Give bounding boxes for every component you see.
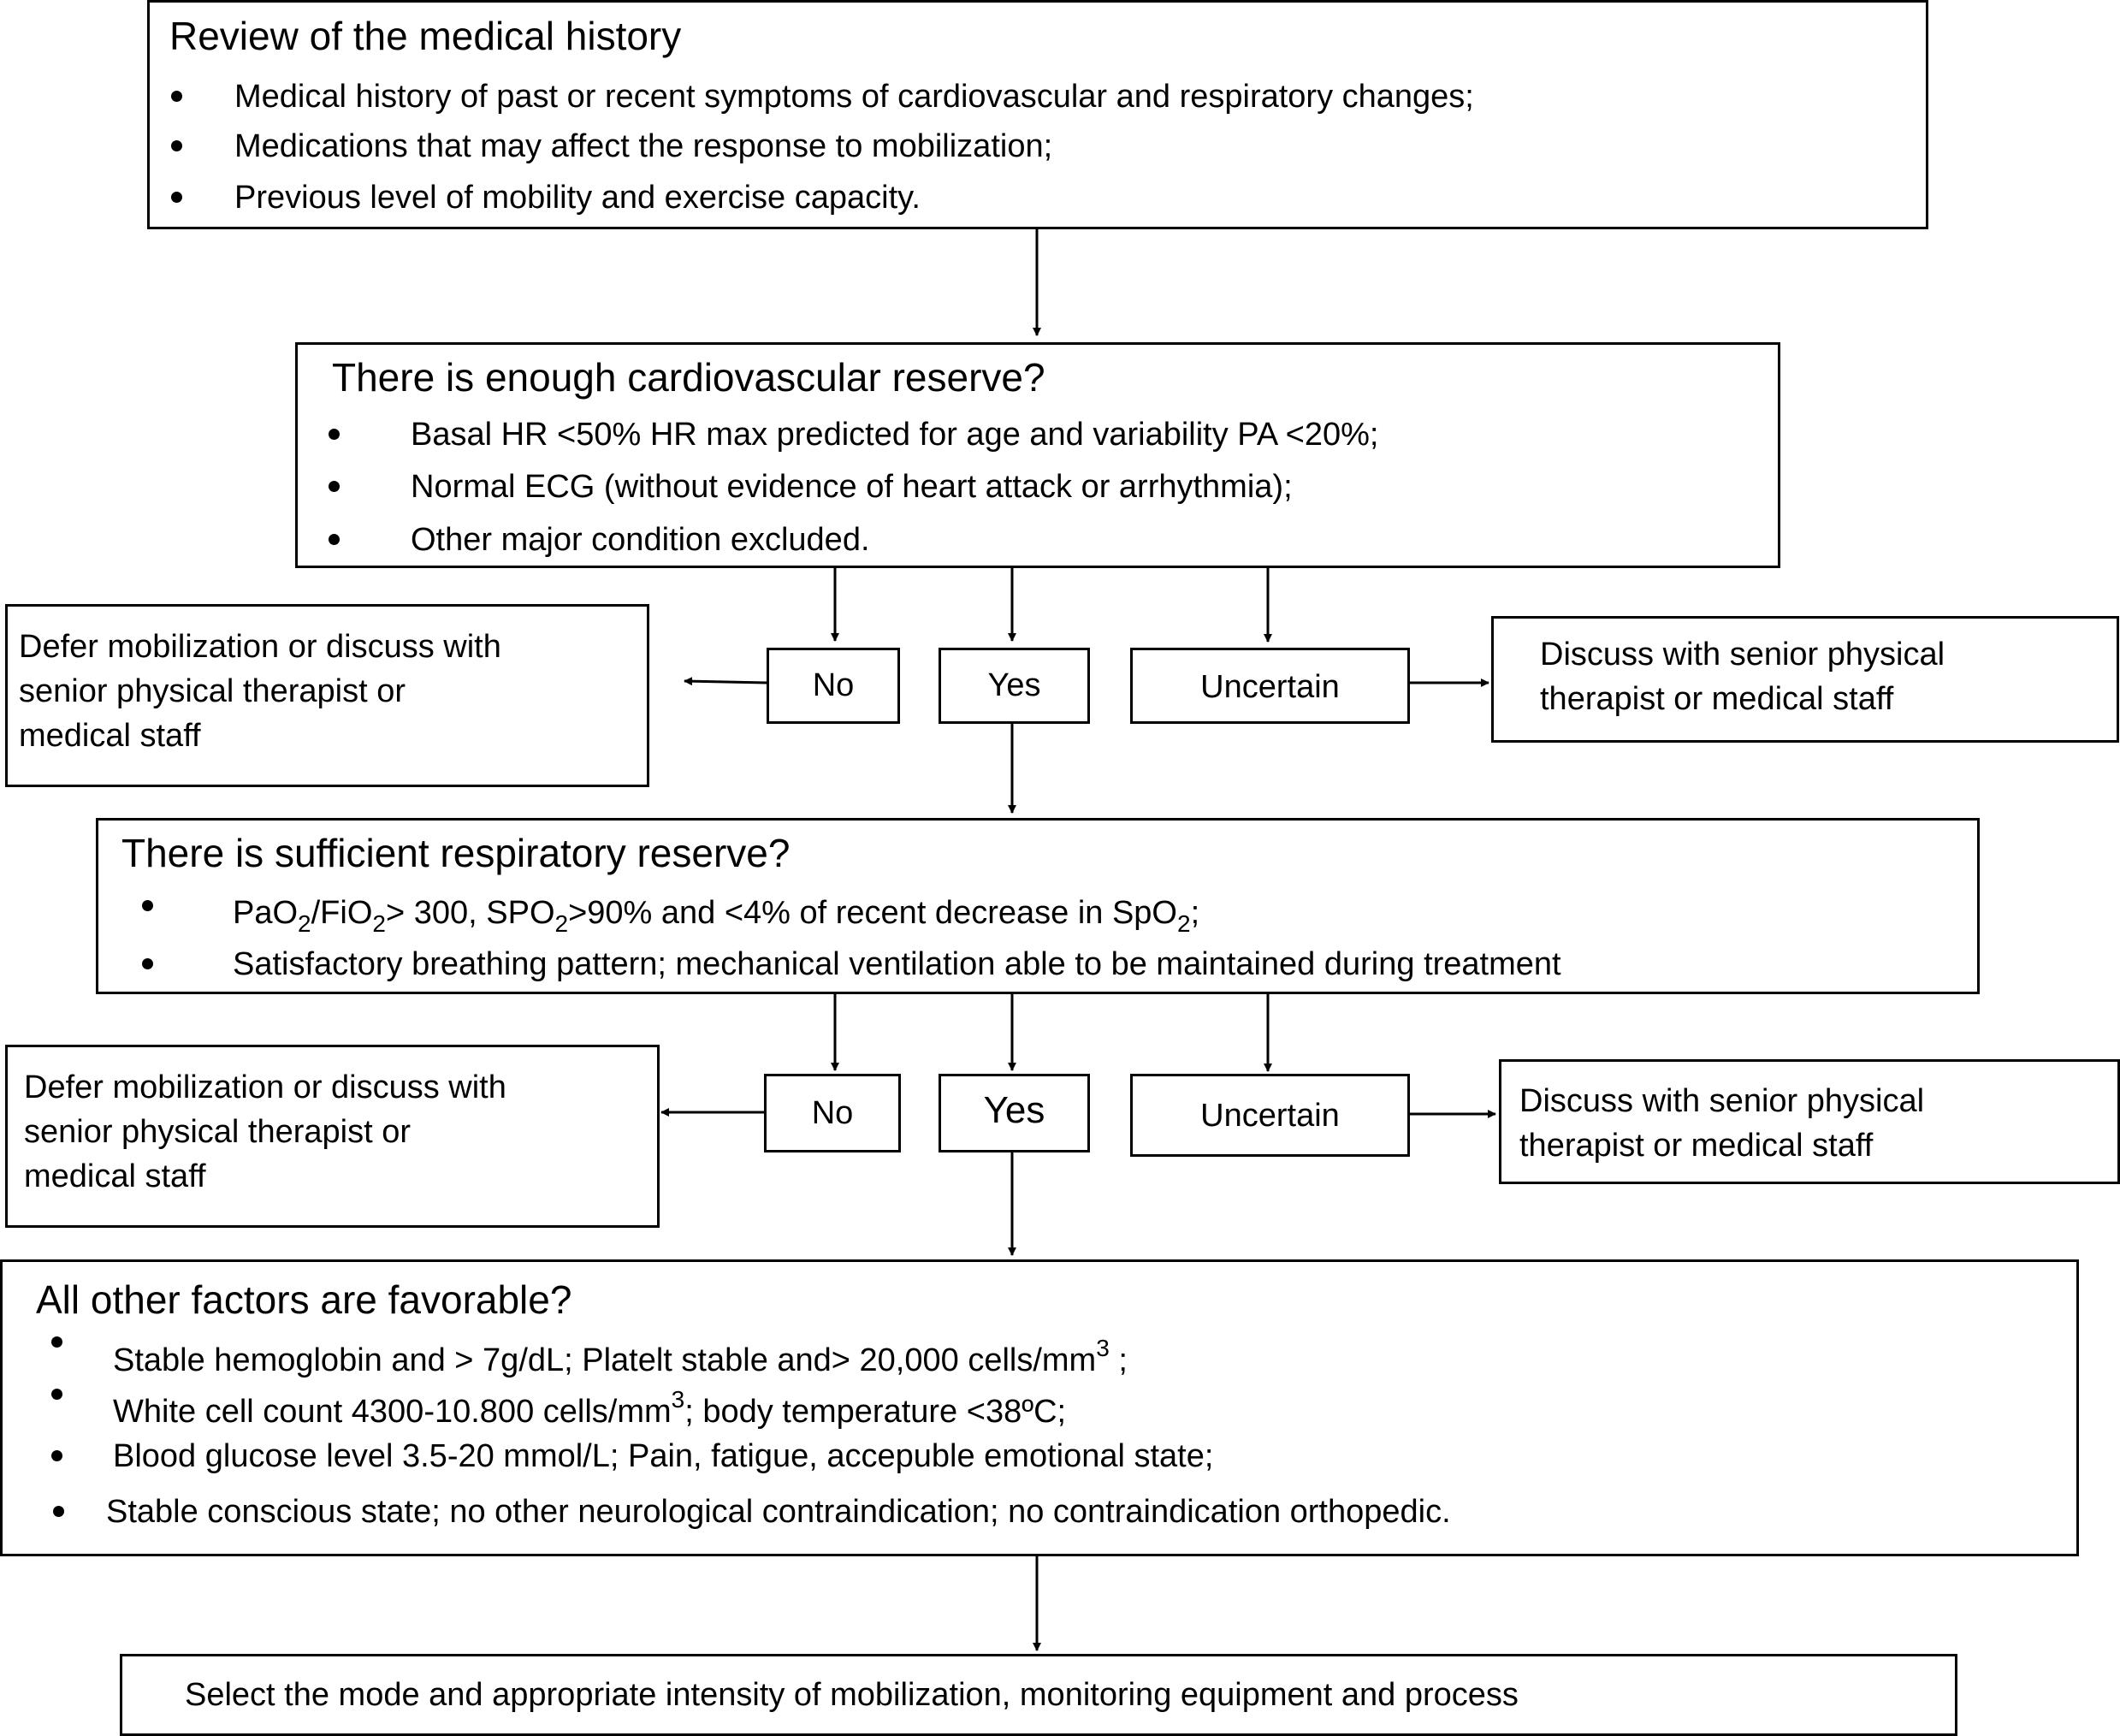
other-box	[0, 1259, 2079, 1556]
bullet-dot	[329, 534, 340, 545]
bullet-dot	[142, 900, 153, 911]
defer-text-2: Defer mobilization or discuss with senio…	[24, 1069, 506, 1194]
cardio-title: There is enough cardiovascular reserve?	[332, 355, 1045, 400]
cardio-uncertain-label: Uncertain	[1200, 669, 1340, 705]
defer-box-2	[5, 1045, 660, 1228]
resp-title: There is sufficient respiratory reserve?	[121, 831, 791, 875]
discuss-box-1	[1491, 616, 2119, 743]
other-bullet-2: White cell count 4300-10.800 cells/mm3; …	[113, 1388, 1066, 1428]
resp-yes-box	[939, 1074, 1090, 1152]
other-bullet-2-part: White cell count 4300-10.800 cells/mm	[113, 1393, 672, 1430]
resp-bullet-2: Satisfactory breathing pattern; mechanic…	[233, 946, 1561, 982]
resp-no-box	[764, 1074, 901, 1152]
superscript: 3	[671, 1386, 685, 1413]
superscript: 3	[1096, 1335, 1110, 1361]
defer-text-1: Defer mobilization or discuss with senio…	[19, 629, 501, 754]
subscript: 2	[1176, 909, 1191, 937]
final-text: Select the mode and appropriate intensit…	[185, 1677, 1519, 1713]
bullet-dot	[171, 192, 182, 203]
cardio-no-box	[767, 648, 900, 724]
discuss-text-2: Discuss with senior physical therapist o…	[1519, 1083, 1925, 1164]
other-bullet-3: Blood glucose level 3.5-20 mmol/L; Pain,…	[113, 1438, 1214, 1474]
bullet-dot	[51, 1336, 62, 1348]
other-title: All other factors are favorable?	[36, 1277, 572, 1322]
other-bullet-1: Stable hemoglobin and > 7g/dL; Platelt s…	[113, 1336, 1128, 1377]
resp-no-label: No	[811, 1095, 854, 1131]
subscript: 2	[298, 909, 311, 937]
resp-bullet-1-part: ;	[1190, 895, 1200, 931]
resp-bullet-1-part: PaO	[233, 895, 299, 931]
bullet-dot	[53, 1506, 64, 1517]
subscript: 2	[554, 909, 569, 937]
resp-uncertain-box	[1130, 1074, 1410, 1157]
cardio-uncertain-box	[1130, 648, 1410, 724]
bullet-dot	[51, 1389, 62, 1400]
cardio-bullet-1: Basal HR <50% HR max predicted for age a…	[411, 417, 1379, 453]
history-bullet-3: Previous level of mobility and exercise …	[234, 180, 921, 216]
cardio-box	[295, 342, 1780, 568]
cardio-no-label: No	[812, 667, 855, 703]
other-bullet-2-part: ; body temperature <38ºC;	[684, 1393, 1067, 1430]
history-title: Review of the medical history	[169, 14, 682, 58]
resp-yes-label: Yes	[983, 1089, 1045, 1131]
other-bullet-1-part: Stable hemoglobin and > 7g/dL; Platelt s…	[113, 1342, 1097, 1378]
bullet-dot	[329, 481, 340, 492]
final-box	[120, 1654, 1957, 1736]
other-bullet-1-part: ;	[1109, 1342, 1128, 1378]
defer-box-1	[5, 604, 649, 787]
resp-bullet-1: PaO2/FiO2> 300, SPO2>90% and <4% of rece…	[233, 897, 1199, 936]
other-bullet-4: Stable conscious state; no other neurolo…	[106, 1494, 1451, 1530]
resp-bullet-1-part: /FiO	[311, 895, 373, 931]
resp-box	[96, 818, 1980, 994]
cardio-bullet-3: Other major condition excluded.	[411, 522, 870, 558]
history-bullet-2: Medications that may affect the response…	[234, 128, 1053, 164]
arrow-no-to-defer-1	[684, 677, 767, 686]
resp-bullet-1-part: >90% and <4% of recent decrease in SpO	[568, 895, 1177, 931]
history-box	[147, 0, 1928, 229]
bullet-dot	[329, 429, 340, 440]
cardio-bullet-2: Normal ECG (without evidence of heart at…	[411, 469, 1293, 505]
discuss-text-1: Discuss with senior physical therapist o…	[1540, 637, 1945, 717]
resp-uncertain-label: Uncertain	[1200, 1098, 1340, 1134]
subscript: 2	[372, 909, 386, 937]
bullet-dot	[171, 91, 182, 102]
cardio-yes-label: Yes	[987, 667, 1041, 703]
bullet-dot	[171, 140, 182, 151]
history-bullet-1: Medical history of past or recent sympto…	[234, 79, 1474, 115]
discuss-box-2	[1499, 1059, 2120, 1184]
cardio-yes-box	[939, 648, 1090, 724]
bullet-dot	[142, 958, 153, 969]
bullet-dot	[51, 1450, 62, 1461]
resp-bullet-1-part: > 300, SPO	[385, 895, 555, 931]
